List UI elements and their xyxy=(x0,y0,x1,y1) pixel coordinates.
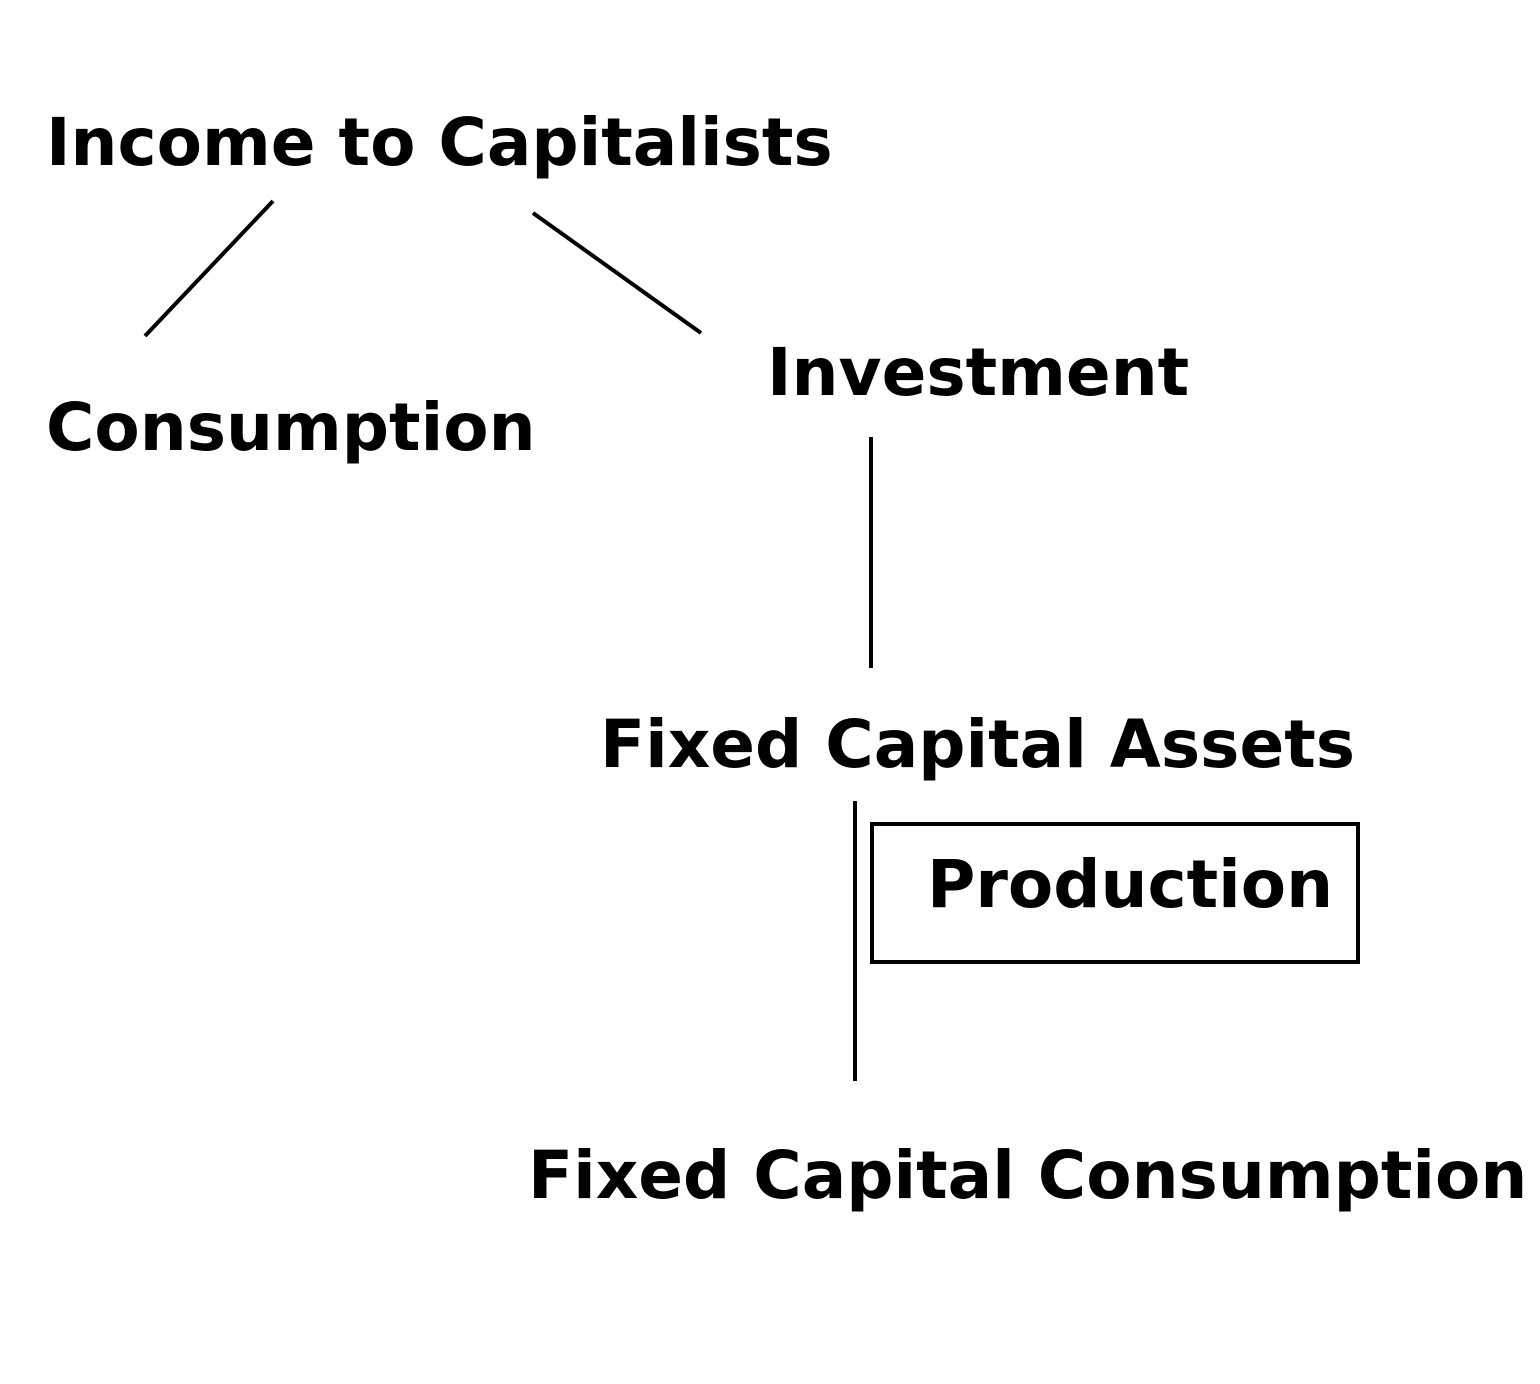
edge-income-investment xyxy=(531,211,703,335)
node-production: Production xyxy=(927,846,1334,923)
node-consumption: Consumption xyxy=(46,389,536,466)
node-investment: Investment xyxy=(767,334,1190,411)
production-box: Production xyxy=(870,822,1360,964)
edge-income-consumption xyxy=(143,199,275,338)
node-income-to-capitalists: Income to Capitalists xyxy=(46,104,833,181)
node-fixed-capital-consumption: Fixed Capital Consumption xyxy=(528,1137,1528,1214)
node-fixed-capital-assets: Fixed Capital Assets xyxy=(600,706,1356,783)
